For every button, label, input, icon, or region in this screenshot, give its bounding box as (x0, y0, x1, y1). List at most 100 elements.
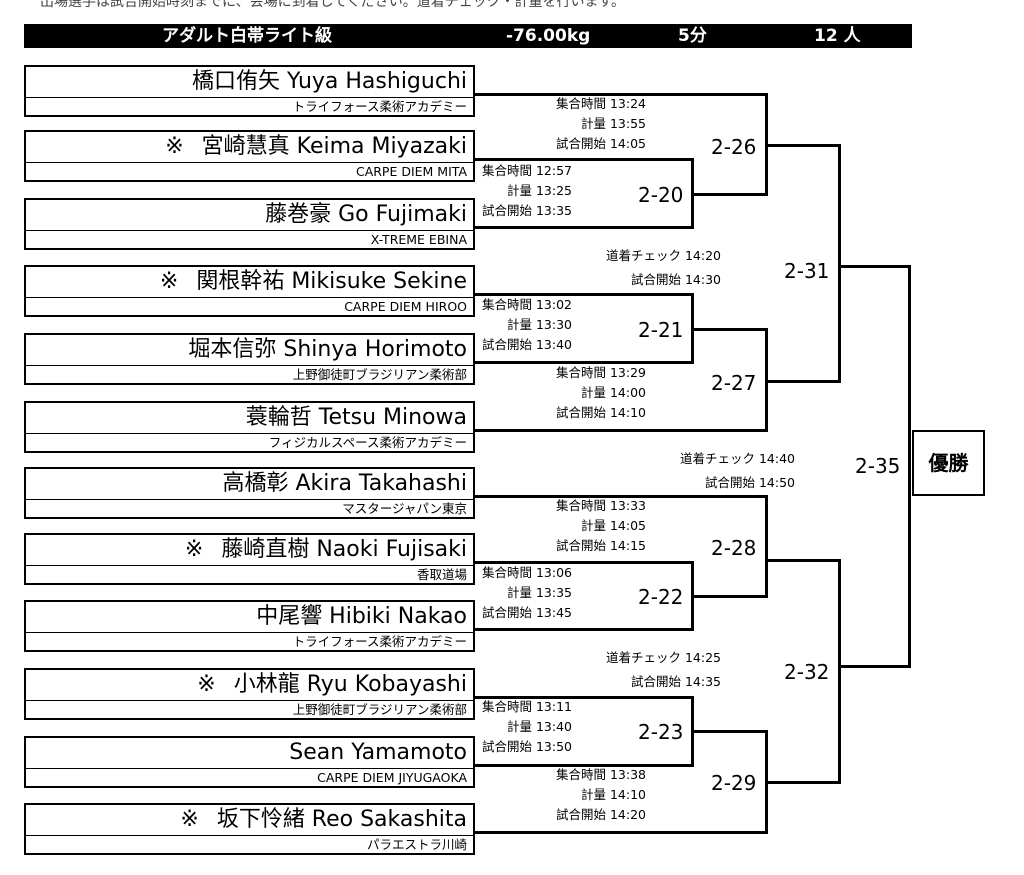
gi-check-time: 道着チェック 14:20 (606, 248, 721, 263)
bracket-line (765, 495, 768, 598)
match-number: 2-22 (638, 585, 684, 609)
seed-mark: ※ (180, 807, 199, 832)
player-box-3: 藤巻豪 Go Fujimaki X-TREME EBINA (24, 198, 475, 250)
match-info-2-28: 集合時間 13:33 計量 14:05 試合開始 14:15 (556, 499, 646, 553)
weigh-in-time: 計量 13:30 (507, 317, 572, 332)
player-box-8: ※藤崎直樹 Naoki Fujisaki 香取道場 (24, 533, 475, 585)
start-time: 試合開始 14:15 (556, 538, 646, 553)
gi-check-time: 道着チェック 14:25 (606, 650, 721, 665)
player-name: 蓑輪哲 Tetsu Minowa (26, 403, 473, 434)
division-name: アダルト白帯ライト級 (162, 26, 332, 46)
player-box-5: 堀本信弥 Shinya Horimoto 上野御徒町ブラジリアン柔術部 (24, 333, 475, 385)
weigh-in-time: 計量 14:00 (581, 385, 646, 400)
bracket-line (475, 361, 694, 364)
bracket-line (475, 429, 768, 432)
gather-time: 集合時間 13:24 (556, 96, 646, 111)
bracket-line (475, 561, 694, 564)
bracket-line (691, 730, 768, 733)
player-name: 高橋彰 Akira Takahashi (26, 469, 473, 500)
champion-box: 優勝 (912, 430, 985, 496)
bracket-line (475, 293, 694, 296)
bracket-line (691, 193, 768, 196)
match-number: 2-32 (784, 660, 830, 684)
player-name: 中尾響 Hibiki Nakao (26, 602, 473, 633)
seed-mark: ※ (165, 134, 184, 159)
weigh-in-time: 計量 13:25 (507, 183, 572, 198)
player-name: 藤巻豪 Go Fujimaki (26, 200, 473, 231)
match-number: 2-27 (711, 371, 757, 395)
player-name: Sean Yamamoto (26, 738, 473, 769)
start-time: 試合開始 14:50 (705, 475, 795, 490)
match-info-2-23: 集合時間 13:11 計量 13:40 試合開始 13:50 (482, 700, 572, 754)
match-info-2-27: 集合時間 13:29 計量 14:00 試合開始 14:10 (556, 366, 646, 420)
weigh-in-time: 計量 13:35 (507, 585, 572, 600)
cut-off-notice: 出場選手は試合開始時刻までに、会場に到着してください。道着チェック・計量を行いま… (40, 0, 626, 10)
start-time: 試合開始 14:10 (556, 405, 646, 420)
weigh-in-time: 計量 14:05 (581, 518, 646, 533)
bracket-line (475, 495, 768, 498)
player-name: 橋口侑矢 Yuya Hashiguchi (26, 67, 473, 98)
bracket-line (475, 628, 694, 631)
player-club: X-TREME EBINA (370, 232, 467, 247)
player-club: CARPE DIEM HIROO (344, 299, 467, 314)
start-time: 試合開始 14:05 (556, 136, 646, 151)
bracket-line (838, 144, 841, 383)
match-info-2-22: 集合時間 13:06 計量 13:35 試合開始 13:45 (482, 566, 572, 620)
bracket-line (838, 559, 841, 784)
start-time: 試合開始 14:30 (631, 272, 721, 287)
player-club: CARPE DIEM MITA (355, 164, 467, 179)
match-number: 2-28 (711, 536, 757, 560)
bracket-line (475, 696, 694, 699)
player-club: 上野御徒町ブラジリアン柔術部 (292, 702, 467, 717)
bracket-line (475, 831, 768, 834)
weigh-in-time: 計量 14:10 (581, 787, 646, 802)
player-name: ※藤崎直樹 Naoki Fujisaki (26, 535, 473, 566)
bracket-line (838, 265, 911, 268)
player-club: トライフォース柔術アカデミー (292, 634, 467, 649)
player-club: パラエストラ川崎 (366, 837, 467, 852)
match-info-2-26: 集合時間 13:24 計量 13:55 試合開始 14:05 (556, 97, 646, 151)
gather-time: 集合時間 12:57 (482, 163, 572, 178)
match-number: 2-21 (638, 318, 684, 342)
player-box-11: Sean Yamamoto CARPE DIEM JIYUGAOKA (24, 736, 475, 788)
match-number: 2-29 (711, 771, 757, 795)
start-time: 試合開始 13:45 (482, 605, 572, 620)
match-info-2-20: 集合時間 12:57 計量 13:25 試合開始 13:35 (482, 164, 572, 218)
start-time: 試合開始 14:35 (631, 674, 721, 689)
bracket-line (475, 158, 694, 161)
match-info-2-21: 集合時間 13:02 計量 13:30 試合開始 13:40 (482, 298, 572, 352)
player-club: 上野御徒町ブラジリアン柔術部 (292, 367, 467, 382)
gather-time: 集合時間 13:06 (482, 565, 572, 580)
gi-check-time: 道着チェック 14:40 (680, 451, 795, 466)
match-number: 2-20 (638, 183, 684, 207)
match-info-2-35: 道着チェック 14:40 試合開始 14:50 (680, 452, 795, 490)
weigh-in-time: 計量 13:55 (581, 116, 646, 131)
match-info-2-32: 道着チェック 14:25 試合開始 14:35 (606, 651, 721, 689)
player-box-12: ※坂下怜緒 Reo Sakashita パラエストラ川崎 (24, 803, 475, 855)
seed-mark: ※ (184, 537, 204, 562)
bracket-line (838, 665, 911, 668)
player-club: トライフォース柔術アカデミー (292, 99, 467, 114)
player-box-9: 中尾響 Hibiki Nakao トライフォース柔術アカデミー (24, 600, 475, 652)
player-name: ※関根幹祐 Mikisuke Sekine (26, 267, 473, 298)
match-number: 2-23 (638, 720, 684, 744)
bracket-line (475, 764, 694, 767)
bracket-line (691, 328, 768, 331)
player-club: 香取道場 (416, 567, 467, 582)
match-number: 2-31 (784, 259, 830, 283)
player-club: CARPE DIEM JIYUGAOKA (317, 770, 467, 785)
seed-mark: ※ (159, 269, 179, 294)
bracket-line (475, 226, 694, 229)
start-time: 試合開始 14:20 (556, 807, 646, 822)
player-name: ※坂下怜緒 Reo Sakashita (26, 805, 473, 836)
gather-time: 集合時間 13:38 (556, 767, 646, 782)
gather-time: 集合時間 13:02 (482, 297, 572, 312)
player-name: ※小林龍 Ryu Kobayashi (26, 670, 473, 701)
player-box-10: ※小林龍 Ryu Kobayashi 上野御徒町ブラジリアン柔術部 (24, 668, 475, 720)
bracket-line (765, 380, 840, 383)
start-time: 試合開始 13:40 (482, 337, 572, 352)
gather-time: 集合時間 13:33 (556, 498, 646, 513)
seed-mark: ※ (197, 672, 216, 697)
match-number: 2-26 (711, 135, 757, 159)
gather-time: 集合時間 13:29 (556, 365, 646, 380)
